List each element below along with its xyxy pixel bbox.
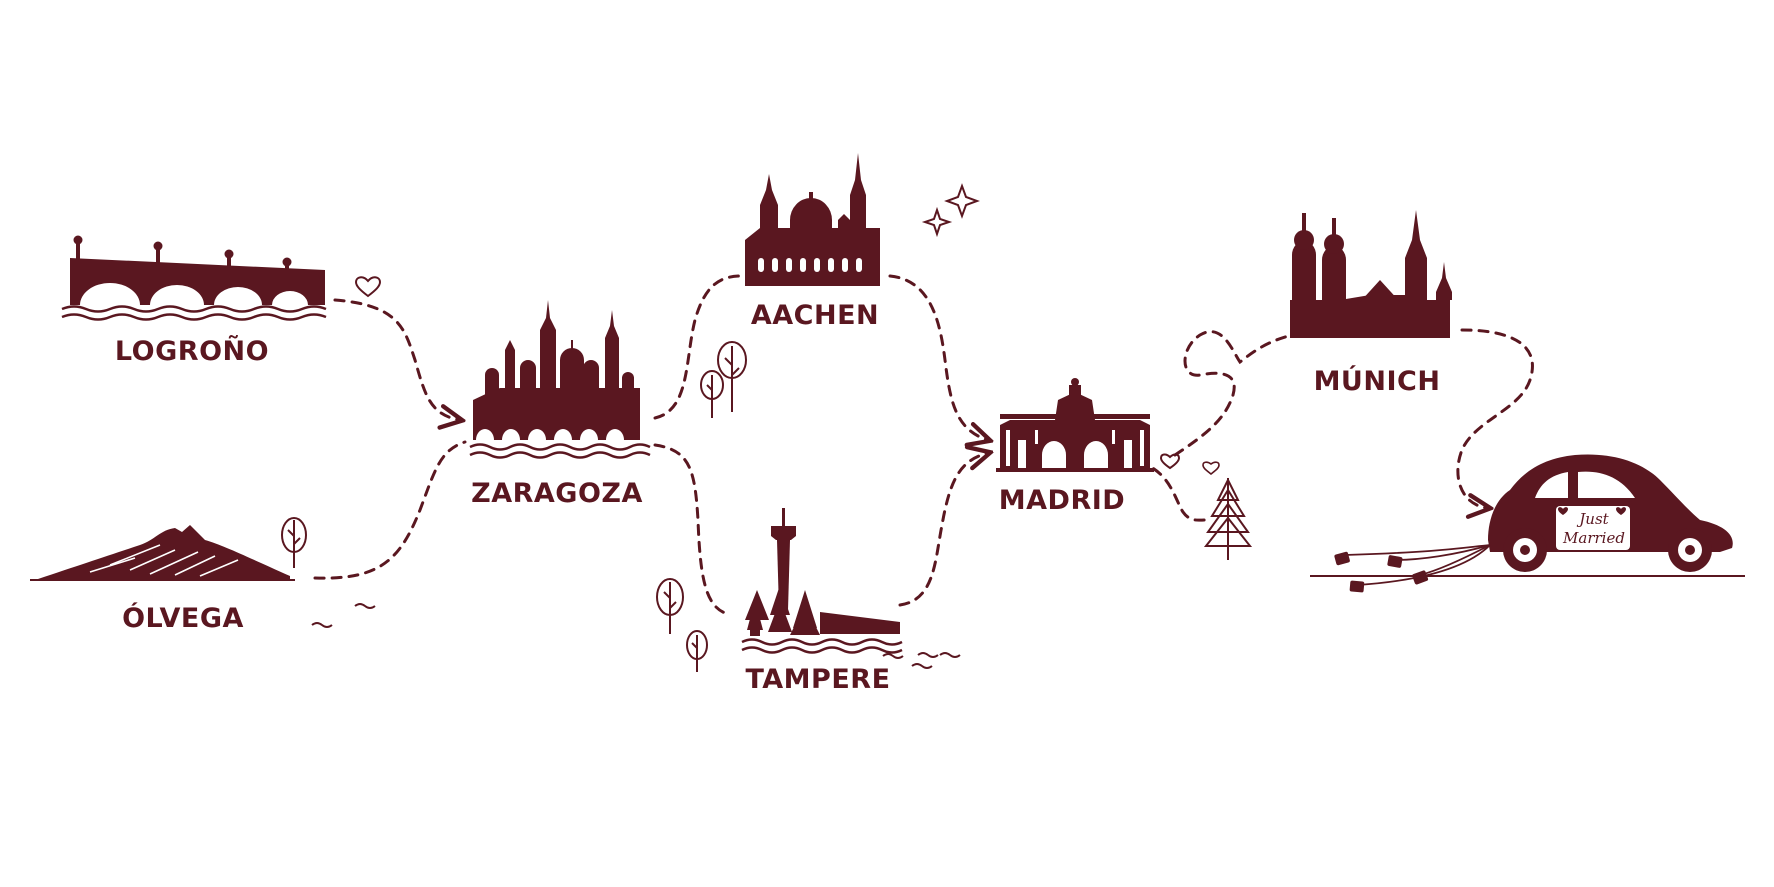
- car-text-just: Just: [1576, 510, 1609, 528]
- route-paths: [313, 274, 1534, 615]
- route-tampere-madrid: [898, 453, 988, 607]
- city-label-olvega: ÓLVEGA: [122, 602, 244, 634]
- car-icon: [1488, 454, 1733, 572]
- route-olvega-zaragoza: [313, 440, 467, 580]
- route-munich-car: [1456, 328, 1534, 508]
- cathedral-icon: [745, 153, 880, 286]
- city-label-logrono: LOGROÑO: [115, 335, 269, 367]
- sparkle-icon: [921, 183, 980, 238]
- cans-icon: [1334, 544, 1491, 593]
- city-label-aachen: AACHEN: [751, 300, 879, 331]
- wave-icon: [61, 305, 327, 321]
- route-zaragoza-tampere: [653, 443, 727, 615]
- cathedral-windows: [758, 258, 862, 272]
- tower-icon: [745, 508, 900, 636]
- tree-icon: [281, 517, 307, 568]
- route-madrid-tree: [1136, 460, 1207, 522]
- car-text-married: Married: [1562, 529, 1625, 547]
- route-zaragoza-aachen: [653, 274, 747, 420]
- tree-icon: [656, 578, 708, 672]
- basilica-icon: [473, 300, 640, 440]
- mountain-icon: [30, 525, 295, 581]
- wave-icon: [741, 638, 903, 654]
- gate-icon: [996, 378, 1154, 472]
- wave-icon: [882, 652, 961, 669]
- city-label-tampere: TAMPERE: [745, 664, 890, 695]
- route-aachen-madrid: [888, 274, 988, 440]
- wave-icon: [311, 603, 376, 628]
- tree-icon: [1203, 477, 1253, 560]
- city-label-zaragoza: ZARAGOZA: [471, 478, 643, 509]
- gate-details: [1006, 430, 1144, 466]
- heart-icon: [354, 276, 382, 298]
- wave-icon: [469, 443, 651, 459]
- route-logrono-zaragoza: [333, 298, 460, 420]
- tree-icon: [700, 341, 747, 418]
- bridge-icon: [70, 235, 325, 305]
- heart-icon: [1159, 453, 1181, 470]
- city-label-munich: MÚNICH: [1314, 365, 1441, 397]
- route-madrid-munich-loop: [1173, 330, 1302, 457]
- twin-towers-icon: [1290, 210, 1452, 338]
- city-label-madrid: MADRID: [999, 485, 1125, 516]
- heart-icon: [1202, 461, 1220, 476]
